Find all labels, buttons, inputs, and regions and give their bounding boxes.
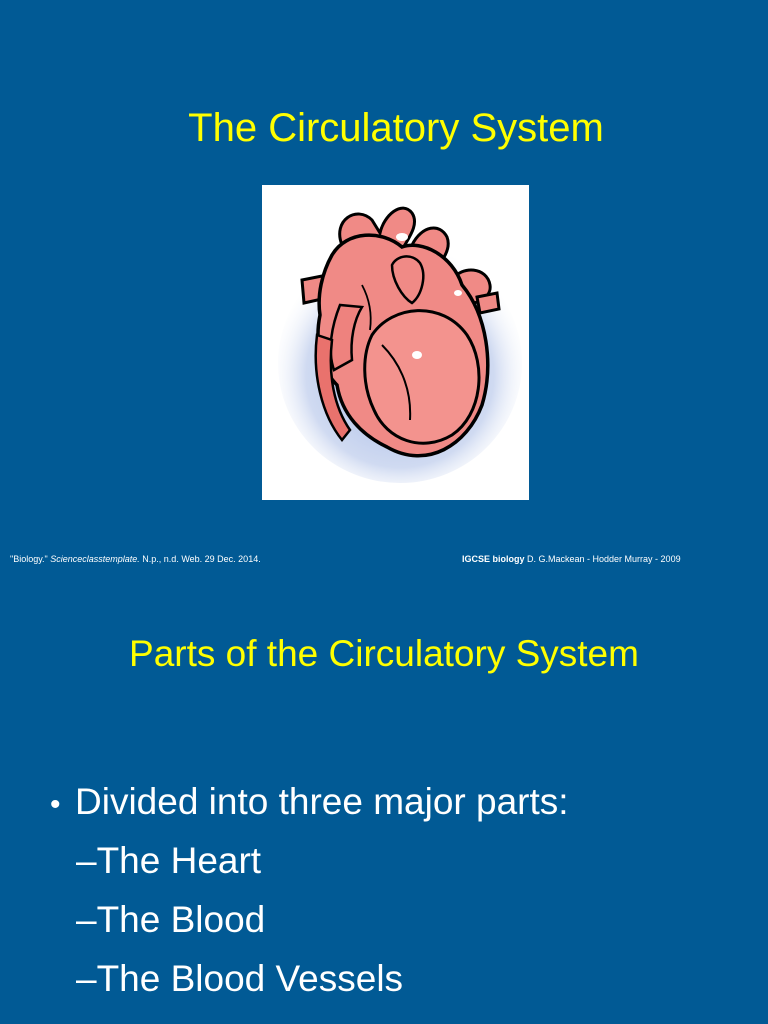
sub-item-text: The Blood xyxy=(96,899,266,940)
sub-item-heart: –The Heart xyxy=(50,831,569,890)
citation-left-source: Scienceclasstemplate. xyxy=(50,554,140,564)
slide-title: The Circulatory System xyxy=(188,106,604,150)
section-title: Parts of the Circulatory System xyxy=(129,633,639,674)
bullet-marker: • xyxy=(50,788,61,821)
sub-marker: – xyxy=(76,958,97,999)
sub-item-blood-vessels: –The Blood Vessels xyxy=(50,949,569,1008)
bullet-list: •Divided into three major parts: –The He… xyxy=(50,776,569,1008)
sub-item-blood: –The Blood xyxy=(50,890,569,949)
sub-item-text: The Blood Vessels xyxy=(96,958,404,999)
citation-left-suffix: N.p., n.d. Web. 29 Dec. 2014. xyxy=(139,554,261,564)
citation-right-suffix: D. G.Mackean - Hodder Murray - 2009 xyxy=(524,554,681,564)
sub-list: –The Heart –The Blood –The Blood Vessels xyxy=(50,831,569,1008)
heart-illustration-icon xyxy=(278,206,522,483)
image-citation-right: IGCSE biology D. G.Mackean - Hodder Murr… xyxy=(462,552,681,566)
sub-item-text: The Heart xyxy=(96,840,262,881)
sub-marker: – xyxy=(76,899,97,940)
bullet-text: Divided into three major parts: xyxy=(75,781,569,822)
citation-right-source: IGCSE biology xyxy=(462,554,525,564)
bullet-item: • Divided into three major parts: xyxy=(50,776,569,831)
sub-marker: – xyxy=(76,840,97,881)
image-citation-left: "Biology." Scienceclasstemplate. N.p., n… xyxy=(10,552,261,566)
heart-image xyxy=(262,185,529,500)
sub-list-container: –The Heart –The Blood –The Blood Vessels xyxy=(50,831,569,1008)
citation-left-prefix: "Biology." xyxy=(10,554,51,564)
